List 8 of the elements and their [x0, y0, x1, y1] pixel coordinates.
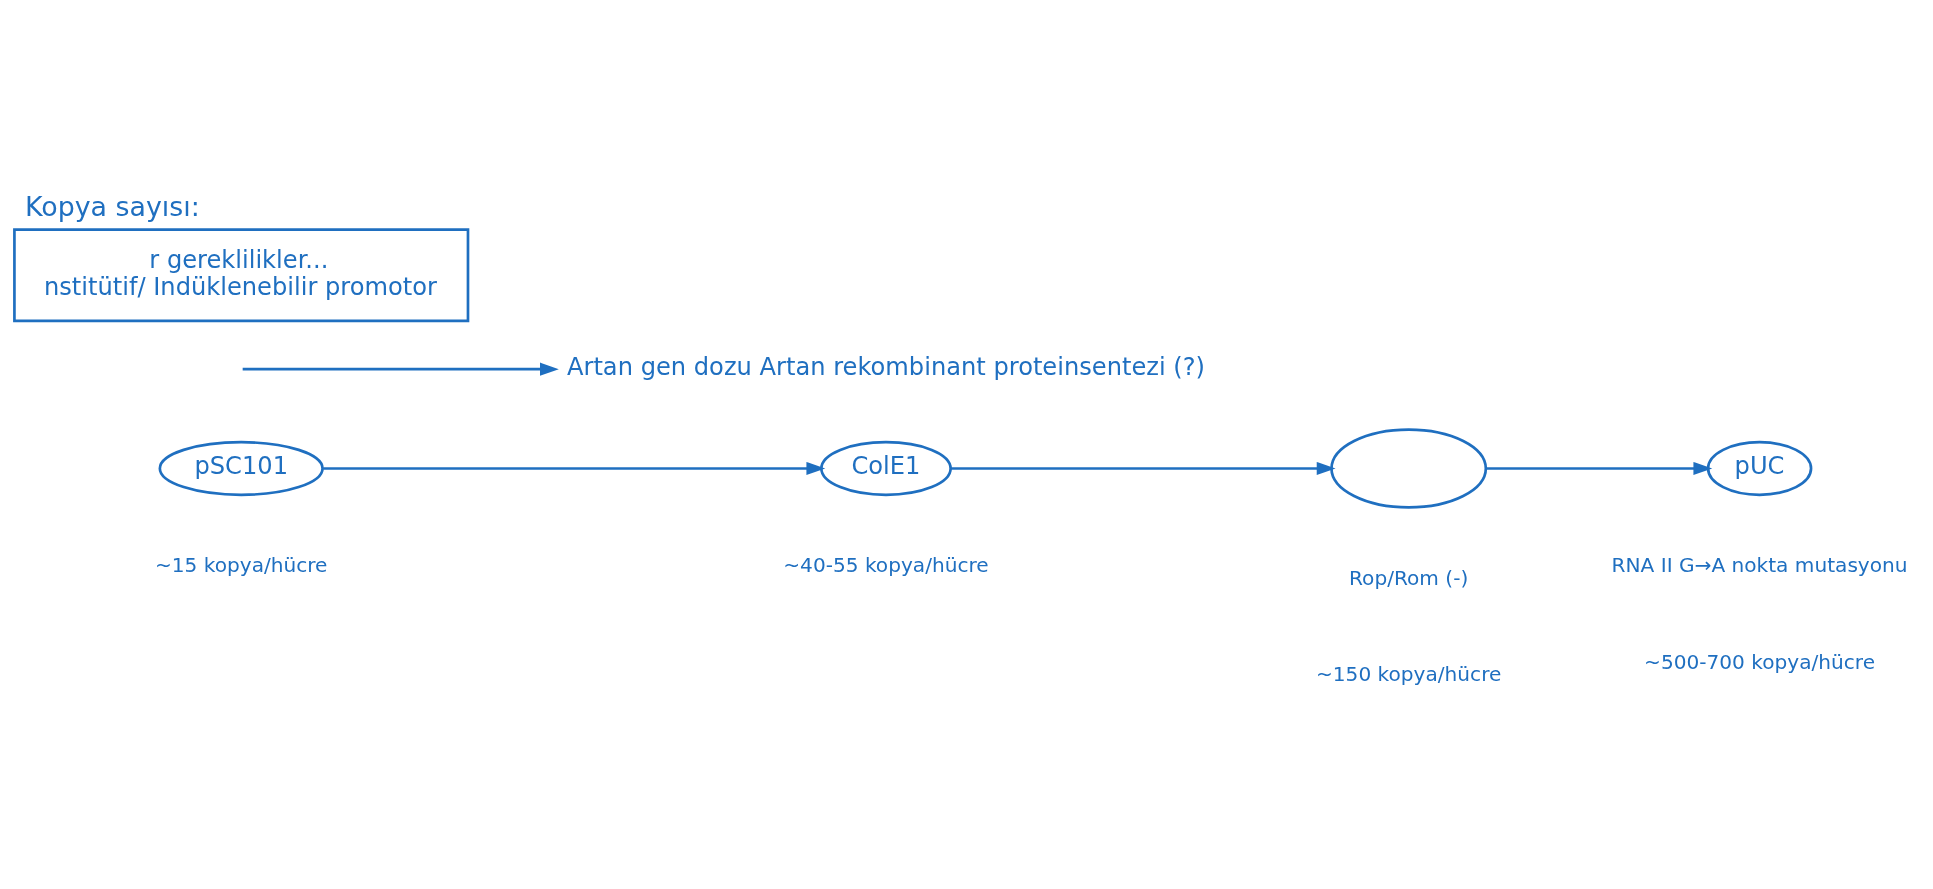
node-label: ~500-700 kopya/hücre — [1644, 649, 1876, 674]
node-label: ~15 kopya/hücre — [154, 552, 328, 577]
node-label: RNA II G→A nokta mutasyonu — [1611, 552, 1908, 577]
node-label: Rop/Rom (-) — [1349, 565, 1469, 590]
node-label: ~40-55 kopya/hücre — [783, 552, 989, 577]
node-text: Artan gen dozu Artan rekombinant proteinsentezi (?) — [566, 352, 1205, 381]
node-label: ~150 kopya/hücre — [1315, 661, 1502, 686]
diagram-title: Kopya sayısı: — [25, 190, 200, 222]
